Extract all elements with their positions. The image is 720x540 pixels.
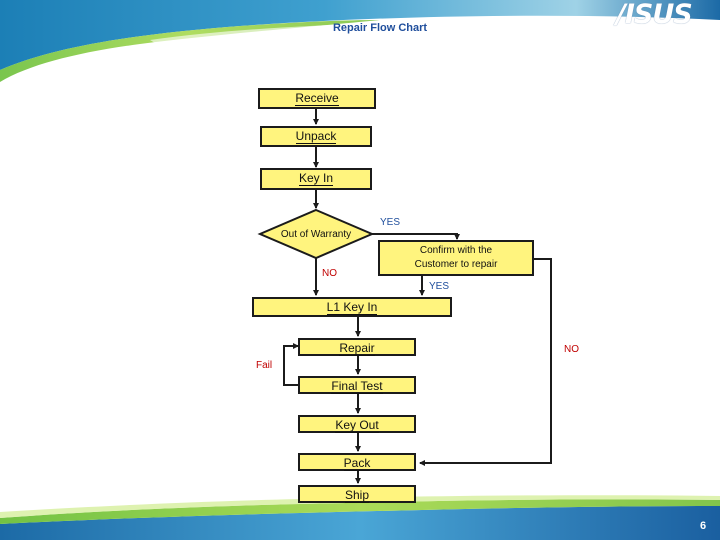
- box-receive-label: Receive: [295, 91, 339, 106]
- bottom-banner-wave: [0, 506, 720, 540]
- box-key-out-label: Key Out: [335, 418, 379, 433]
- box-l1-key-in: L1 Key In: [252, 297, 452, 317]
- decision-diamond: [257, 208, 375, 260]
- box-pack: Pack: [298, 453, 416, 471]
- box-l1-key-in-label: L1 Key In: [326, 300, 378, 315]
- box-confirm-line1: Confirm with the: [419, 245, 493, 256]
- box-unpack-label: Unpack: [295, 129, 337, 144]
- box-final-test-label: Final Test: [331, 379, 383, 394]
- box-key-in-label: Key In: [298, 171, 334, 186]
- page-number: 6: [700, 520, 707, 532]
- decision-label: Out of Warranty: [280, 229, 352, 240]
- box-pack-label: Pack: [343, 456, 371, 471]
- box-confirm-line2: Customer to repair: [414, 259, 498, 270]
- box-ship: Ship: [298, 485, 416, 503]
- box-unpack: Unpack: [260, 126, 372, 147]
- arrow-confirm-no-pack: [419, 258, 552, 466]
- bottom-banner-green-stripe: [0, 499, 720, 524]
- asus-logo: /ISUS: [616, 0, 693, 30]
- arrow-fail-loop: [283, 343, 299, 386]
- box-final-test: Final Test: [298, 376, 416, 394]
- box-receive: Receive: [258, 88, 376, 109]
- box-repair-label: Repair: [339, 341, 375, 356]
- box-key-in: Key In: [260, 168, 372, 190]
- top-banner-green-stripe: [0, 20, 380, 82]
- edge-label-fail: Fail: [256, 360, 273, 371]
- top-banner-white-highlight: [150, 24, 360, 58]
- box-confirm: Confirm with the Customer to repair: [378, 240, 534, 276]
- edge-label-no-decision: NO: [322, 268, 337, 279]
- box-ship-label: Ship: [344, 488, 370, 503]
- box-key-out: Key Out: [298, 415, 416, 433]
- arrow-decision-yes-confirm: [372, 233, 460, 240]
- edge-label-no-confirm: NO: [564, 344, 579, 355]
- edge-label-yes-decision: YES: [380, 217, 401, 228]
- slide-title: Repair Flow Chart: [332, 22, 428, 34]
- top-banner-wave: [0, 0, 720, 70]
- box-repair: Repair: [298, 338, 416, 356]
- edge-label-yes-confirm: YES: [429, 281, 450, 292]
